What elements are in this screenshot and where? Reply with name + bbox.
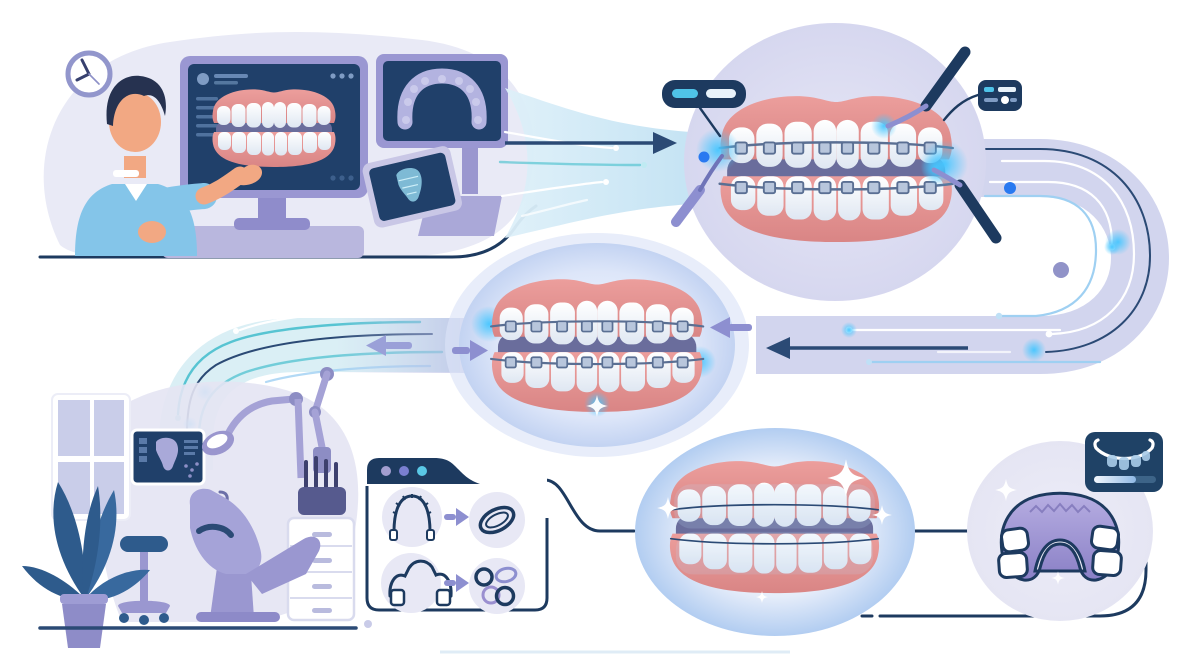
arrow-left-lavender: [366, 335, 386, 356]
return-stream: [756, 139, 1170, 374]
stream-consult-to-scan: [498, 88, 690, 238]
header-dots: [381, 466, 427, 476]
probe-bottom-right: [931, 167, 1002, 244]
probe-left: [671, 154, 724, 227]
stream-dot-purple: [1053, 262, 1069, 278]
braces-scan-stage: [662, 23, 1022, 301]
side-monitor: [376, 54, 508, 194]
teeth-with-braces-icon: [720, 96, 953, 242]
archwire-icon: [389, 494, 435, 541]
adjustment-stage: [336, 233, 752, 457]
progress-fill: [1094, 476, 1136, 483]
dentist-hair: [106, 75, 166, 126]
stool-icon: [118, 536, 170, 625]
supplies-card: [365, 458, 549, 614]
scan-dot-blue: [698, 151, 710, 163]
data-chip-left: [662, 80, 746, 138]
retention-stage: [967, 432, 1163, 621]
avatar: [197, 73, 209, 85]
elastic-bands-icon: [474, 566, 518, 607]
stream-dot-blue: [1004, 182, 1016, 194]
arrow-left-purple: [710, 317, 730, 338]
dentist-collar: [125, 184, 147, 201]
floor-dot: [364, 620, 372, 628]
window-dots-top: [330, 73, 354, 79]
arrow-icon-row2: [444, 574, 469, 592]
flow-arrow-icon: [653, 132, 677, 154]
menu-lines: [196, 97, 218, 137]
smile-progress-card-icon: [1085, 432, 1163, 492]
probe-top-right: [885, 46, 971, 129]
smile-teeth: [1107, 451, 1150, 470]
retainer-outline-icon: [388, 559, 453, 607]
arrow-right-purple: [470, 340, 488, 361]
dentist-badge: [113, 170, 139, 177]
flow-arrows: [366, 317, 752, 361]
handpiece-holder-icon: [298, 456, 346, 515]
supplies-card-outline: [365, 486, 549, 612]
data-chip-right: [942, 80, 1022, 122]
elastic-ring-icon: [478, 505, 516, 535]
dentist-figure: [75, 75, 263, 256]
window-icon: [51, 393, 131, 521]
main-monitor: [180, 56, 368, 230]
tablet-scanner: [362, 146, 462, 228]
return-arrow-icon: [766, 337, 790, 359]
dentist-hand: [236, 164, 263, 186]
dental-lamp-icon: [201, 392, 305, 479]
dental-chair-icon: [189, 488, 321, 622]
xray-monitor-icon: [130, 428, 206, 486]
hawley-retainer-icon: [997, 491, 1123, 582]
dentist-head: [109, 92, 161, 152]
window-dots-bottom: [330, 175, 354, 181]
return-band: [756, 139, 1170, 374]
retainer-clasps: [997, 524, 1123, 579]
dentist-other-hand: [138, 221, 166, 243]
stream-band: [505, 88, 690, 238]
monitor-teeth-model-icon: [212, 89, 336, 167]
aligned-result-stage: [635, 428, 915, 636]
wall-clock-icon: [65, 50, 113, 98]
arrow-icon-row1: [444, 508, 469, 526]
consultation-scene: [38, 32, 538, 259]
dental-office-scene: [22, 367, 372, 648]
monitor-dental-arch-icon: [397, 68, 487, 130]
potted-plant-icon: [22, 482, 150, 648]
